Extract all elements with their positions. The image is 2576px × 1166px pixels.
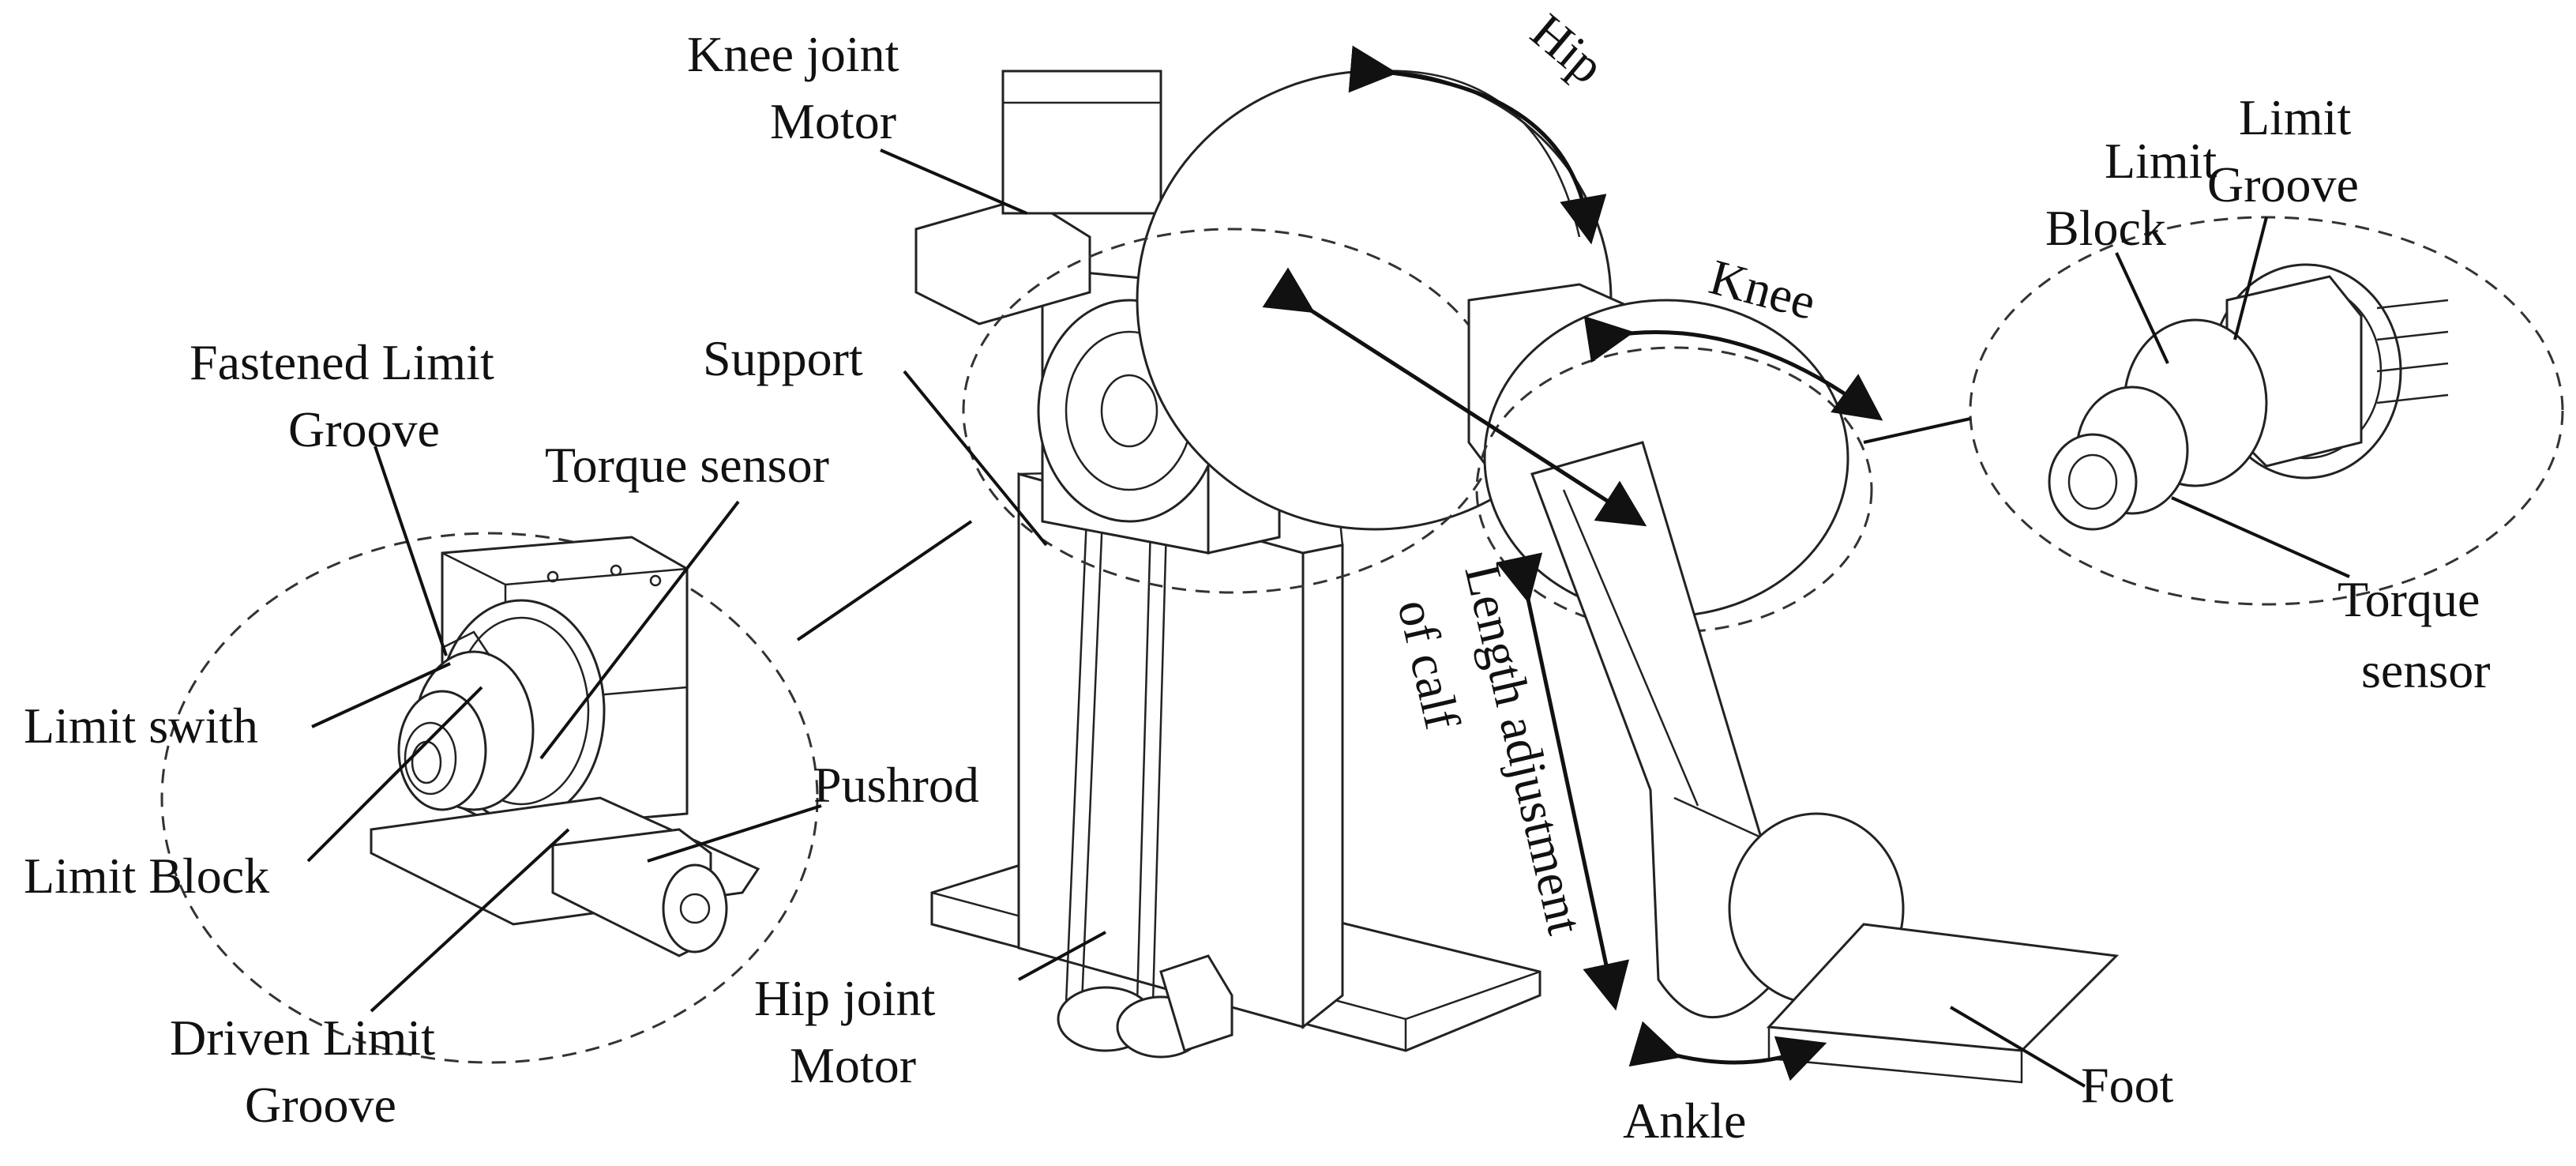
leader-limit-swith (311, 662, 451, 728)
exoskeleton-machine (914, 70, 2120, 1084)
label-knee-motor-line2: Motor (770, 93, 896, 149)
label-limit-swith: Limit swith (24, 698, 258, 754)
label-limit-block-right-line1: Limit (2105, 133, 2217, 189)
hip-detail-connector (796, 520, 973, 641)
leader-foot (1949, 1006, 2086, 1088)
label-knee-motor-line1: Knee joint (687, 26, 899, 82)
leader-torque-right (2171, 496, 2350, 578)
label-fastened-groove-line1: Fastened Limit (190, 334, 494, 390)
leader-driven-groove (370, 828, 570, 1013)
label-limit-groove-right-line2: Groove (2207, 156, 2359, 213)
leader-support (903, 370, 1048, 547)
leader-knee-motor (880, 149, 1027, 215)
leader-fastened-groove (374, 446, 448, 656)
leader-pushrod (647, 804, 822, 863)
label-limit-block-right-line2: Block (2045, 200, 2166, 256)
leader-limit-block-right (2115, 252, 2169, 364)
label-limit-groove-right-line1: Limit (2239, 89, 2351, 145)
leader-limit-block-left (306, 686, 483, 863)
knee-detail-connector (1863, 417, 1971, 444)
leader-limit-groove-right (2233, 216, 2268, 340)
label-limit-block-left: Limit Block (24, 848, 269, 904)
label-torque-sensor-right-line1: Torque (2338, 571, 2480, 627)
leader-hip-motor (1018, 931, 1106, 981)
label-driven-groove-line1: Driven Limit (170, 1010, 435, 1066)
label-pushrod: Pushrod (813, 757, 979, 813)
knee-detail-view (1969, 216, 2564, 606)
label-hip-motor-line2: Motor (790, 1037, 916, 1093)
label-length-adjustment-line2: of calf (1387, 594, 1471, 735)
label-driven-groove-line2: Groove (245, 1077, 396, 1133)
hip-detail-view (160, 532, 819, 1064)
hip-detail-circle (160, 532, 819, 1064)
hip-knee-link-arrow (1262, 267, 1647, 527)
ankle-rotation-arrow (1628, 1021, 1827, 1081)
label-hip: Hip (1521, 2, 1615, 94)
label-hip-motor-line1: Hip joint (754, 970, 936, 1026)
length-adjust-arrow (1496, 552, 1630, 1011)
label-fastened-groove-line2: Groove (288, 401, 440, 457)
label-torque-sensor-left: Torque sensor (545, 437, 829, 493)
label-support: Support (703, 330, 863, 386)
hip-rotation-arrow (1348, 45, 1607, 245)
label-length-adjustment-line1: Length adjustment (1454, 559, 1594, 939)
leader-torque-left (539, 500, 740, 760)
label-torque-sensor-right-line2: sensor (2361, 642, 2491, 698)
label-foot: Foot (2081, 1057, 2174, 1113)
label-ankle: Ankle (1623, 1093, 1746, 1149)
